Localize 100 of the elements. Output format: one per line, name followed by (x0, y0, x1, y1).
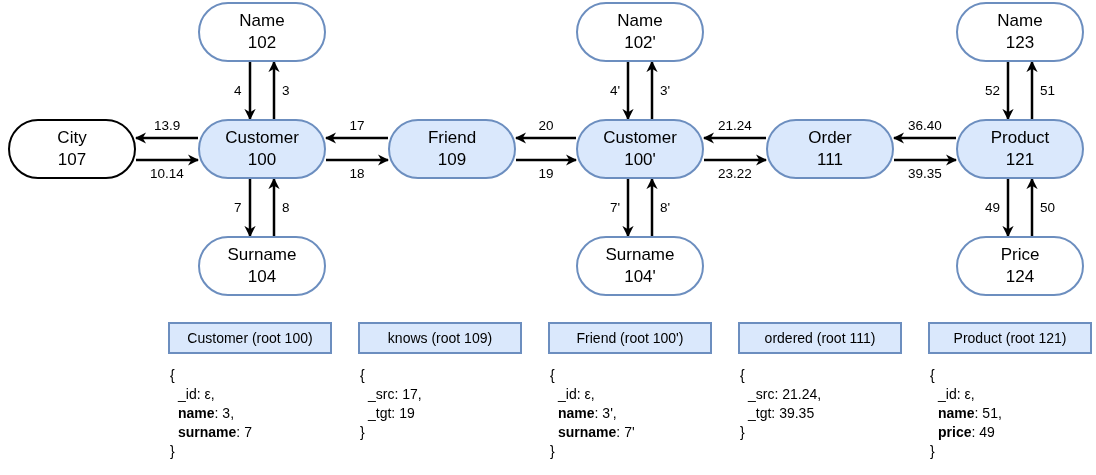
edge-label: 4' (609, 83, 622, 98)
node-pill (198, 119, 326, 179)
code-line: } (740, 423, 746, 442)
arrow (514, 132, 576, 144)
node-title: Price (1000, 244, 1040, 266)
arrow (268, 177, 280, 236)
code-line: } (550, 442, 556, 461)
node-pill (956, 119, 1084, 179)
table-title: Product (root 121) (953, 330, 1067, 346)
code-line: { (550, 366, 556, 385)
node-title: Name (239, 10, 285, 32)
code-line: } (170, 442, 176, 461)
arrow (1002, 179, 1014, 238)
edge-label: 7' (609, 200, 622, 215)
edge-label: 51 (1039, 83, 1057, 98)
node-id: 104' (624, 266, 656, 288)
arrow (1002, 62, 1014, 121)
node-title: Surname (605, 244, 675, 266)
table-title: knows (root 109) (387, 330, 493, 346)
arrow (324, 132, 388, 144)
code-line: _id: ε, (556, 385, 596, 404)
code-line: name: 3, (177, 404, 236, 423)
arrow (134, 132, 198, 144)
code-line: } (930, 442, 936, 461)
code-line: _id: ε, (176, 385, 216, 404)
edge-label: 4 (233, 83, 243, 98)
node-id: 123 (1005, 32, 1035, 54)
node-title: Customer (603, 127, 677, 149)
arrow (646, 60, 658, 119)
node-id: 100 (247, 149, 277, 171)
code-line: { (360, 366, 366, 385)
arrow (136, 154, 200, 166)
arrow (244, 62, 256, 121)
node-id: 121 (1005, 149, 1035, 171)
code-line: name: 3', (557, 404, 618, 423)
table-title: ordered (root 111) (764, 330, 876, 346)
edge-label: 49 (984, 200, 1002, 215)
table-header-box (548, 322, 712, 354)
node-id: 100' (624, 149, 656, 171)
node-pill (388, 119, 516, 179)
edge-label: 3' (659, 83, 672, 98)
node-pill (956, 2, 1084, 62)
node-pill (8, 119, 136, 179)
edge-label: 8 (281, 200, 291, 215)
code-line: surname: 7' (557, 423, 635, 442)
node-title: Surname (227, 244, 297, 266)
code-line: _tgt: 39.35 (746, 404, 816, 423)
code-line: { (740, 366, 746, 385)
node-title: Name (997, 10, 1043, 32)
arrow (516, 154, 578, 166)
node-id: 104 (247, 266, 277, 288)
table-header-box (928, 322, 1092, 354)
edge-label: 3 (281, 83, 291, 98)
node-pill (576, 2, 704, 62)
table-title: Customer (root 100) (187, 330, 313, 346)
arrow (1026, 177, 1038, 236)
arrow (894, 154, 958, 166)
code-line: _src: 17, (366, 385, 422, 404)
node-title: Product (990, 127, 1050, 149)
code-line: name: 51, (937, 404, 1002, 423)
arrow (1026, 60, 1038, 119)
node-pill (956, 236, 1084, 296)
node-id: 102 (247, 32, 277, 54)
table-header-box (358, 322, 522, 354)
edge-label: 7 (233, 200, 243, 215)
node-id: 109 (437, 149, 467, 171)
node-id: 102' (624, 32, 656, 54)
table-title: Friend (root 100') (576, 330, 684, 346)
table-header-box (738, 322, 902, 354)
arrow (704, 154, 768, 166)
arrow (646, 177, 658, 236)
code-line: { (930, 366, 936, 385)
arrow (622, 62, 634, 121)
code-line: price: 49 (937, 423, 996, 442)
node-id: 124 (1005, 266, 1035, 288)
node-pill (576, 236, 704, 296)
node-pill (198, 236, 326, 296)
node-title: Friend (427, 127, 477, 149)
arrow (892, 132, 956, 144)
node-title: Customer (225, 127, 299, 149)
node-pill (766, 119, 894, 179)
node-id: 111 (817, 149, 843, 171)
edge-label: 50 (1039, 200, 1057, 215)
code-line: _id: ε, (936, 385, 976, 404)
table-header-box (168, 322, 332, 354)
arrow (326, 154, 390, 166)
edge-label: 52 (984, 83, 1002, 98)
code-line: surname: 7 (177, 423, 252, 442)
node-title: Order (808, 127, 852, 149)
node-pill (198, 2, 326, 62)
arrow (268, 60, 280, 119)
code-line: _src: 21.24, (746, 385, 822, 404)
arrow (244, 179, 256, 238)
node-pill (576, 119, 704, 179)
node-id: 107 (57, 149, 87, 171)
node-title: Name (617, 10, 663, 32)
arrow (622, 179, 634, 238)
code-line: } (360, 423, 366, 442)
code-line: { (170, 366, 176, 385)
node-title: City (57, 127, 87, 149)
